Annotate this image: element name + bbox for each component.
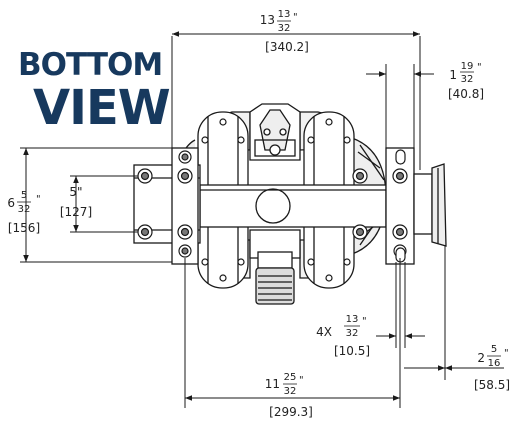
view-title-view: VIEW xyxy=(33,80,171,136)
dim-num: 13 xyxy=(346,314,359,325)
dim-unit: " xyxy=(362,316,367,327)
dim-den: 16 xyxy=(488,358,501,369)
dim-offset-right: 2 5 16 " [58.5] xyxy=(474,344,510,392)
dim-num: 13 xyxy=(278,9,291,20)
dim-slot-width: 4X 13 32 " [10.5] xyxy=(316,314,370,358)
dim-den: 32 xyxy=(278,23,291,34)
dim-whole: 5" xyxy=(69,185,82,199)
center-port xyxy=(255,188,291,224)
view-title-bottom: BOTTOM xyxy=(18,47,163,83)
dim-whole: 1 xyxy=(449,68,457,82)
discharge-flange xyxy=(413,173,433,235)
dim-whole: 13 xyxy=(260,13,275,27)
dim-metric: [127] xyxy=(60,205,92,219)
dim-prefix: 4X xyxy=(316,325,332,339)
dim-flange-width: 1 19 32 " [40.8] xyxy=(448,61,484,101)
dim-overall-depth: 6 5 32 " [156] xyxy=(7,190,40,235)
dim-num: 5 xyxy=(21,190,27,201)
dim-whole: 6 xyxy=(7,196,15,210)
dim-unit: " xyxy=(299,375,304,386)
dim-unit: " xyxy=(504,348,509,359)
dim-whole: 2 xyxy=(477,351,485,365)
dim-metric: [40.8] xyxy=(448,87,484,101)
dim-overall-width: 13 13 32 " [340.2] xyxy=(260,9,309,54)
muffler xyxy=(255,267,295,305)
bolts xyxy=(137,118,408,282)
dim-den: 32 xyxy=(284,386,297,397)
pump-body xyxy=(133,103,447,305)
dim-metric: [10.5] xyxy=(334,344,370,358)
dim-bolt-spacing: 5" [127] xyxy=(60,185,92,219)
dim-unit: " xyxy=(477,62,482,73)
dim-den: 32 xyxy=(346,328,359,339)
crossbar xyxy=(199,184,387,228)
discharge-port xyxy=(431,163,447,247)
dim-den: 32 xyxy=(18,204,31,215)
dim-metric: [340.2] xyxy=(265,40,309,54)
dim-num: 25 xyxy=(284,372,297,383)
dim-whole: 11 xyxy=(265,377,280,391)
dim-den: 32 xyxy=(461,74,474,85)
dim-mount-span: 11 25 32 " [299.3] xyxy=(265,372,313,419)
dim-num: 19 xyxy=(461,61,474,72)
dim-num: 5 xyxy=(491,344,497,355)
dim-unit: " xyxy=(36,194,41,205)
dimension-lines xyxy=(20,31,504,408)
dim-metric: [156] xyxy=(8,221,40,235)
dim-unit: " xyxy=(293,12,298,23)
dim-metric: [299.3] xyxy=(269,405,313,419)
dim-metric: [58.5] xyxy=(474,378,510,392)
